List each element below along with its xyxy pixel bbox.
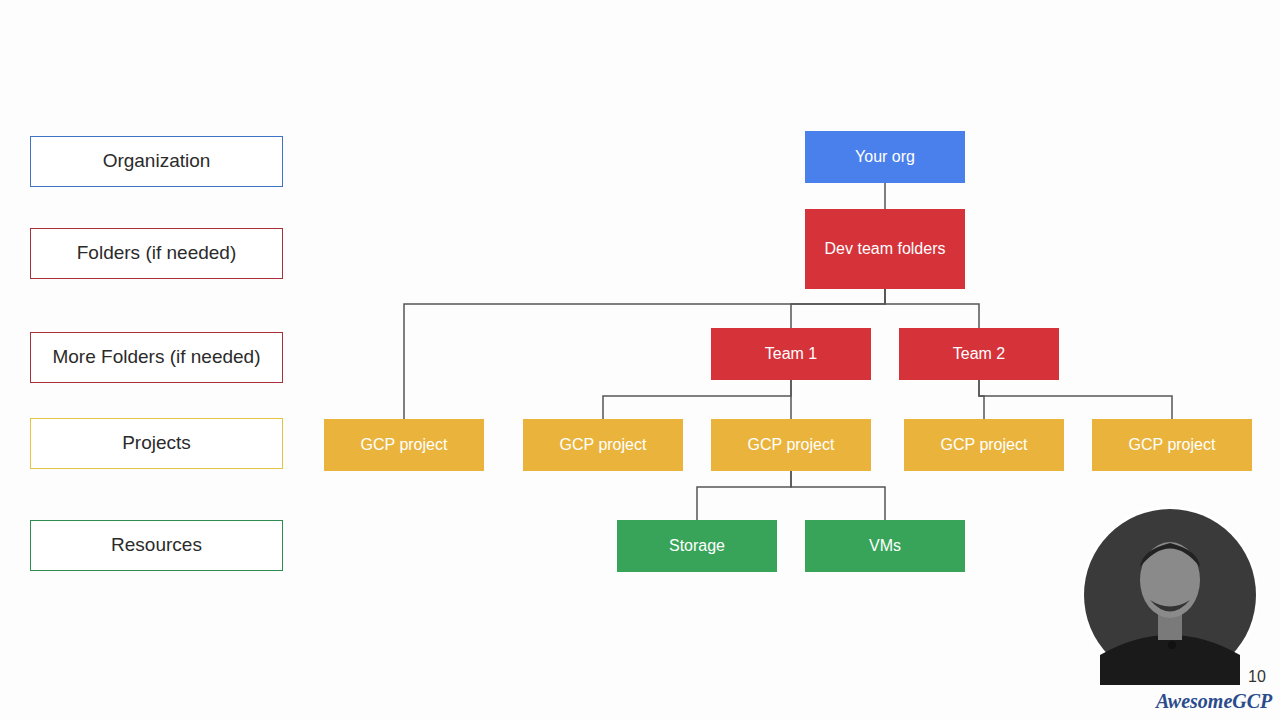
node-label: Folders (if needed) (71, 242, 242, 265)
project-box: GCP project (324, 419, 484, 471)
node-label: More Folders (if needed) (46, 346, 266, 369)
tree-connector (603, 380, 791, 419)
level-label-box: More Folders (if needed) (30, 332, 283, 383)
resource-box: VMs (805, 520, 965, 572)
page-number: 10 (1248, 668, 1266, 686)
node-label: GCP project (355, 435, 454, 454)
node-label: VMs (863, 536, 907, 555)
folder-box: Team 1 (711, 328, 871, 380)
speaker-hair (1140, 543, 1200, 567)
project-box: GCP project (711, 419, 871, 471)
level-label-box: Organization (30, 136, 283, 187)
node-label: Resources (105, 534, 208, 557)
node-label: GCP project (742, 435, 841, 454)
node-label: Your org (849, 147, 921, 166)
level-label-box: Projects (30, 418, 283, 469)
tree-connector (790, 380, 792, 419)
speaker-microphone (1168, 641, 1176, 649)
node-label: Team 2 (947, 344, 1011, 363)
tree-connector (979, 380, 1172, 419)
node-label: Storage (663, 536, 731, 555)
tree-connector (791, 471, 885, 520)
photo-ring (1081, 506, 1259, 684)
speaker-shoulders (1100, 635, 1240, 685)
project-box: GCP project (523, 419, 683, 471)
speaker-beard (1150, 600, 1190, 612)
folder-box: Dev team folders (805, 209, 965, 289)
folder-box: Team 2 (899, 328, 1059, 380)
brand-watermark: AwesomeGCP (1156, 690, 1272, 713)
node-label: GCP project (935, 435, 1034, 454)
level-label-box: Resources (30, 520, 283, 571)
node-label: GCP project (1123, 435, 1222, 454)
level-label-box: Folders (if needed) (30, 228, 283, 279)
node-label: Organization (97, 150, 217, 173)
speaker-face (1140, 542, 1200, 618)
tree-connector (885, 289, 979, 328)
tree-connector (697, 471, 791, 520)
tree-connector (404, 289, 885, 419)
node-label: Team 1 (759, 344, 823, 363)
organization-box: Your org (805, 131, 965, 183)
speaker-photo (1080, 505, 1260, 685)
tree-connector (884, 183, 886, 209)
project-box: GCP project (1092, 419, 1252, 471)
tree-connector (791, 289, 885, 328)
resource-box: Storage (617, 520, 777, 572)
node-label: Dev team folders (819, 239, 952, 258)
connector-group (404, 183, 1172, 520)
node-label: GCP project (554, 435, 653, 454)
project-box: GCP project (904, 419, 1064, 471)
node-label: Projects (116, 432, 197, 455)
